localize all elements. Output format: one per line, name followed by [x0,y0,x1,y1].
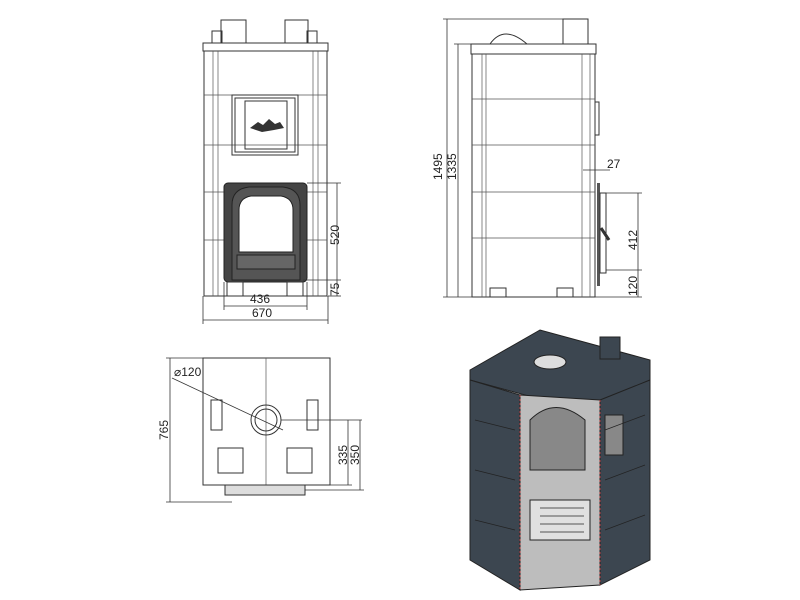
front-view [202,19,341,324]
dim-height-body: 1335 [445,153,459,180]
dim-height-total: 1495 [431,153,445,180]
top-view [166,357,364,503]
dim-door-width: 436 [250,292,271,306]
dim-flue-diameter: ⌀120 [174,365,202,379]
dim-door-projection: 27 [607,157,621,171]
dim-side-door-base: 120 [626,275,640,296]
dim-total-width: 670 [252,306,273,320]
dim-door-height: 520 [328,224,342,245]
mountain-emblem-icon [250,119,284,132]
dim-side-door-height: 412 [626,229,640,250]
cutaway-3d-view [469,329,651,591]
dim-flue-offset-b: 350 [348,444,362,465]
dim-depth: 765 [157,419,171,440]
side-view [443,18,642,298]
dim-door-base: 75 [328,282,342,296]
